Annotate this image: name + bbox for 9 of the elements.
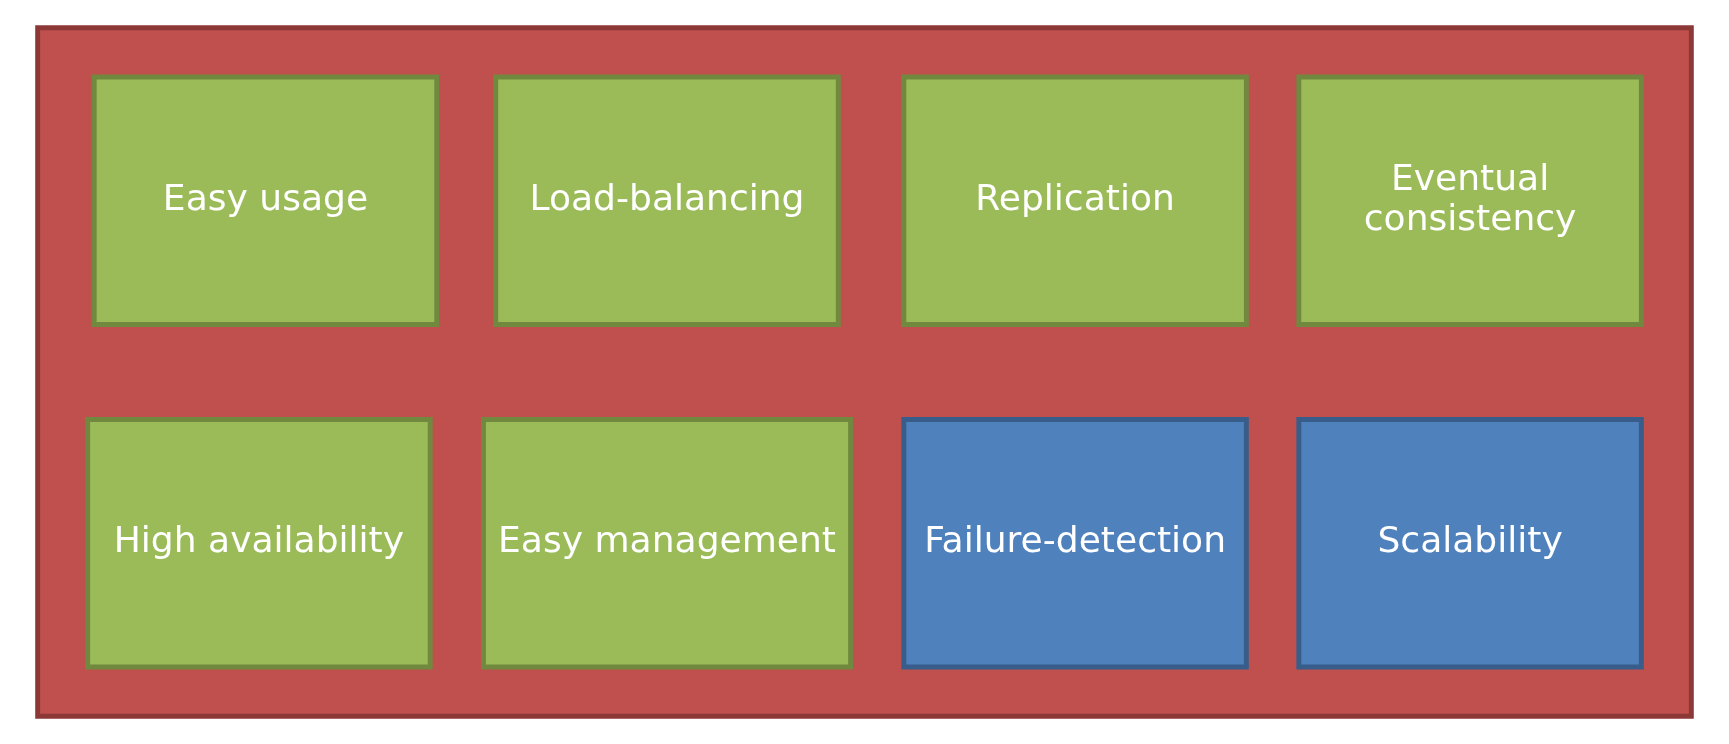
node-box: Replication — [901, 74, 1249, 327]
node-box: High availability — [85, 417, 433, 670]
node-box: Easy management — [481, 417, 854, 670]
node-box: Failure-detection — [901, 417, 1249, 670]
cluster — [35, 25, 1694, 719]
node-box: Scalability — [1296, 417, 1644, 670]
node-box: Load-balancing — [493, 74, 841, 327]
node-box: Eventual consistency — [1296, 74, 1644, 327]
node-box: Easy usage — [91, 74, 440, 327]
